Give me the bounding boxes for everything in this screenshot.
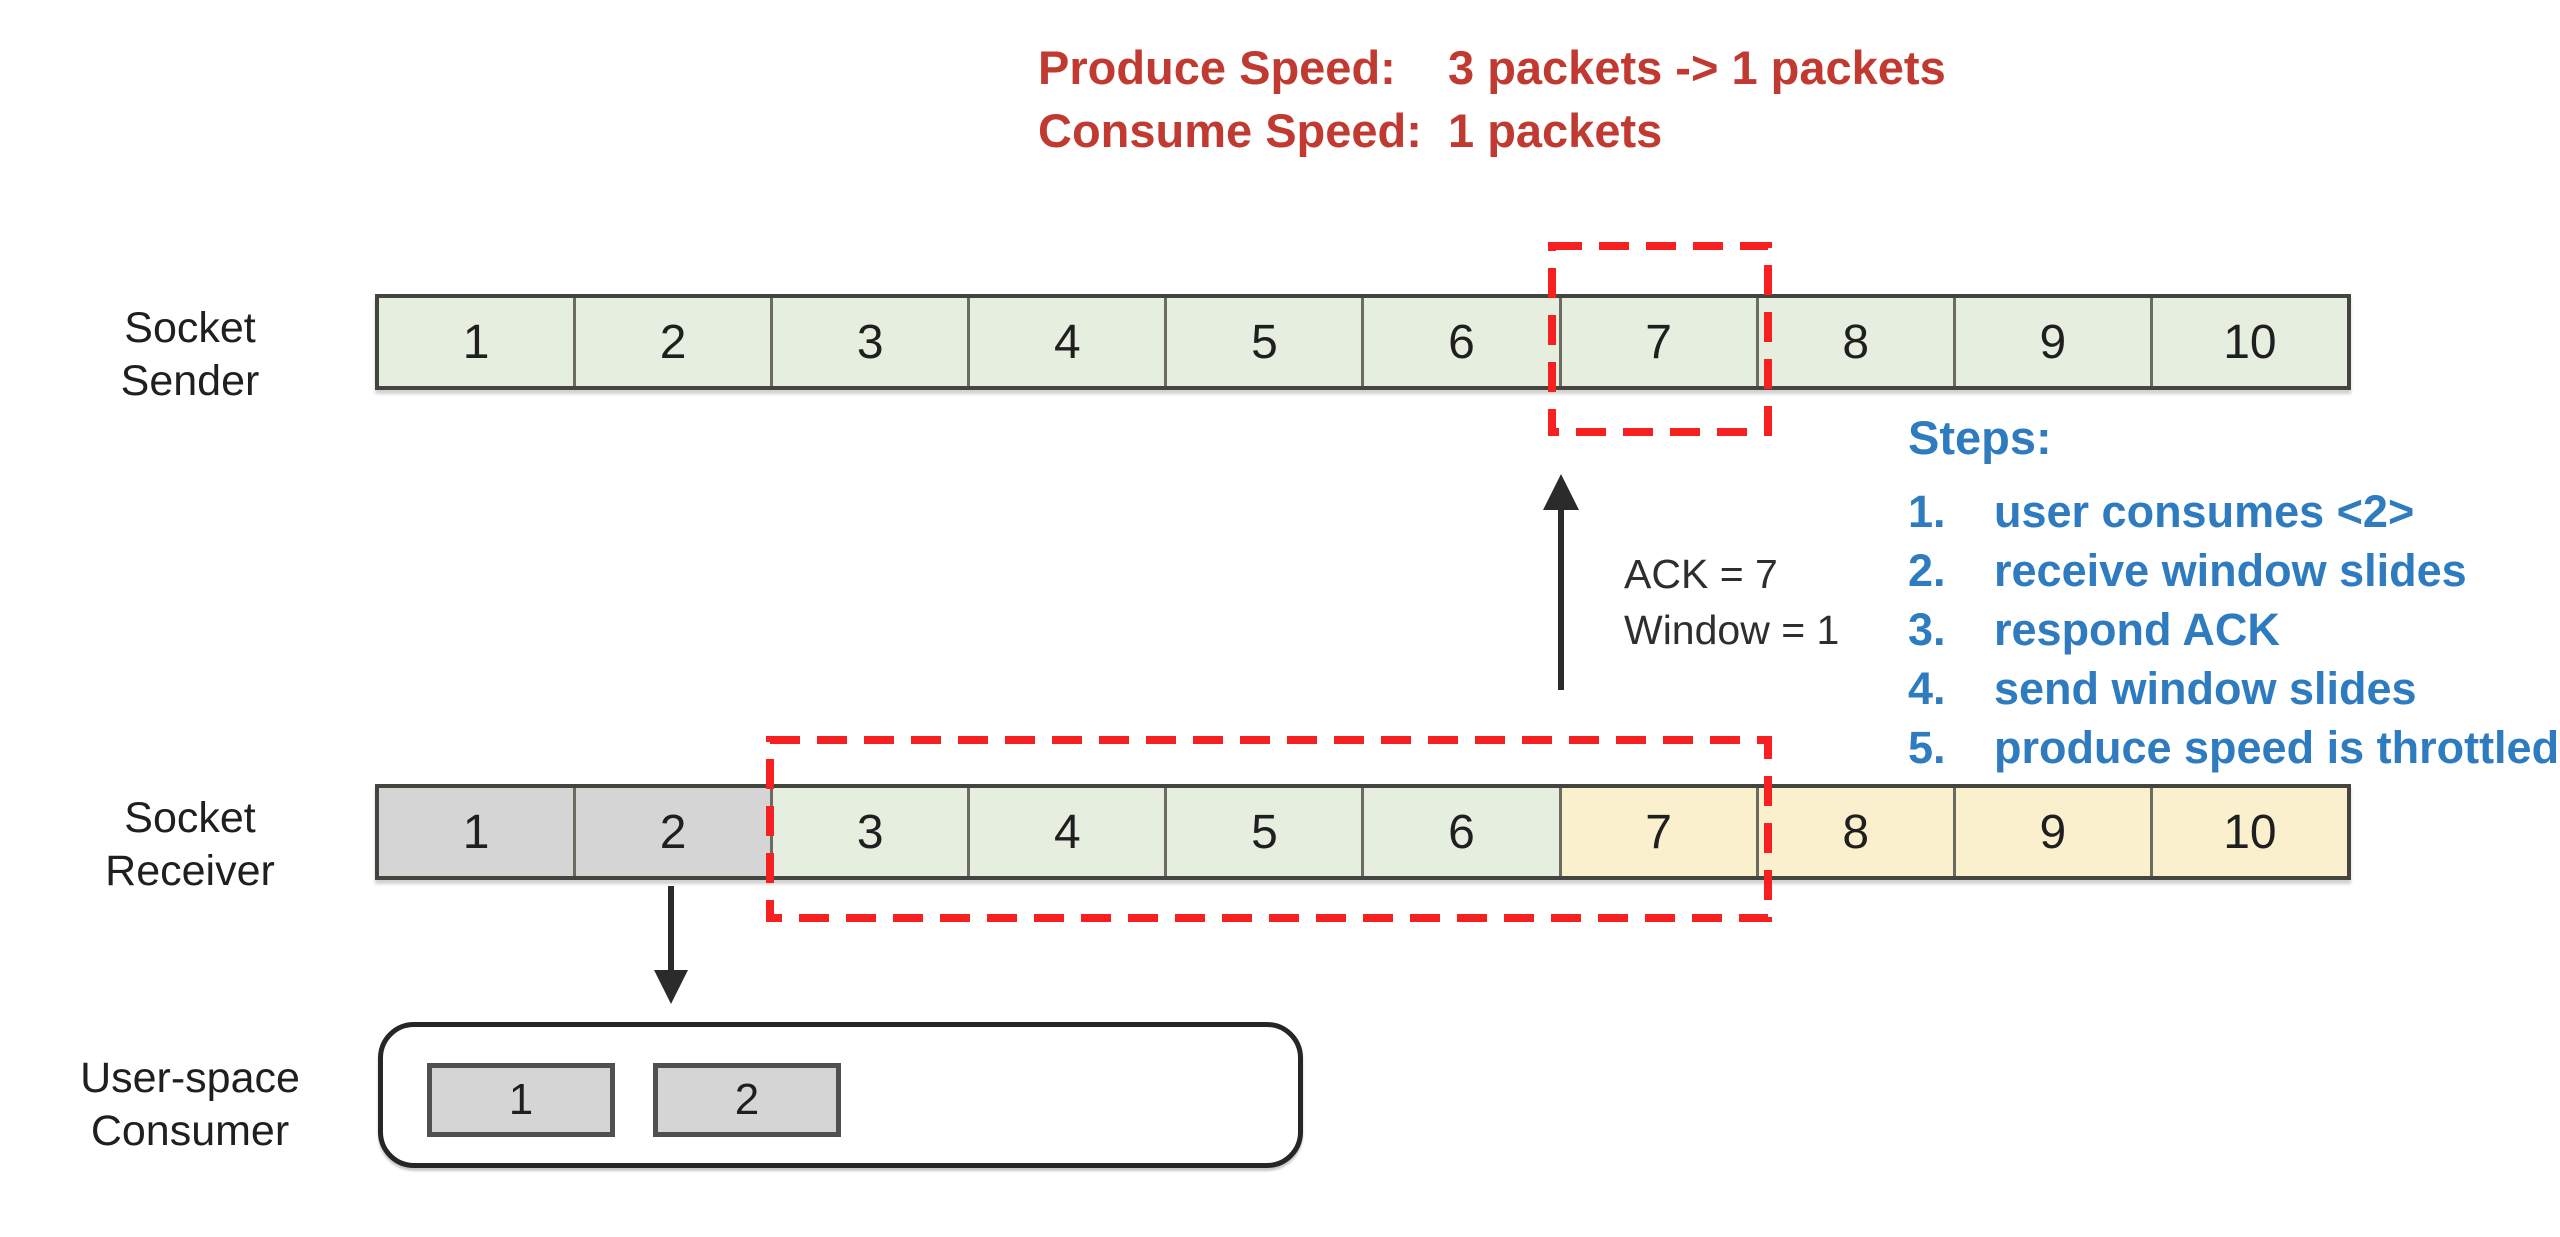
step-number: 1. — [1908, 486, 1946, 537]
produce-speed-label: Produce Speed: — [1038, 41, 1396, 94]
speed-note: Produce Speed: 3 packets -> 1 packets Co… — [1038, 36, 1946, 162]
step-text: receive window slides — [1994, 545, 2467, 596]
produce-speed-value: 3 packets -> 1 packets — [1448, 41, 1946, 94]
user-space-consumer-label-line1: User-space — [80, 1054, 300, 1102]
receiver-cell: 9 — [1955, 788, 2153, 876]
receiver-cell: 1 — [379, 788, 577, 876]
receiver-cell: 10 — [2152, 788, 2347, 876]
step-item: 5. produce speed is throttled — [1908, 718, 2559, 777]
ack-note: ACK = 7 Window = 1 — [1624, 546, 1839, 658]
step-text: send window slides — [1994, 663, 2417, 714]
step-text: user consumes <2> — [1994, 486, 2415, 537]
receiver-cell: 4 — [970, 788, 1168, 876]
socket-sender-label-line2: Sender — [120, 357, 260, 405]
step-item: 2. receive window slides — [1908, 541, 2559, 600]
receiver-cell: 8 — [1758, 788, 1956, 876]
step-number: 4. — [1908, 663, 1946, 714]
socket-receiver-label-line1: Socket — [124, 794, 256, 842]
consume-arrow-down-icon — [654, 886, 688, 1004]
step-number: 5. — [1908, 722, 1946, 773]
user-space-consumer-label: User-space Consumer — [40, 1052, 340, 1158]
receiver-cell: 3 — [773, 788, 971, 876]
user-space-consumer-label-line2: Consumer — [90, 1107, 290, 1155]
step-item: 3. respond ACK — [1908, 600, 2559, 659]
sender-cell: 7 — [1561, 298, 1759, 386]
step-number: 2. — [1908, 545, 1946, 596]
step-number: 3. — [1908, 604, 1946, 655]
receiver-cell: 6 — [1364, 788, 1562, 876]
window-value: Window = 1 — [1624, 607, 1840, 653]
produce-speed-row: Produce Speed: 3 packets -> 1 packets — [1038, 36, 1946, 99]
steps-panel: Steps: 1. user consumes <2> 2. receive wind… — [1908, 410, 2559, 777]
sender-cell: 1 — [379, 298, 577, 386]
consume-speed-row: Consume Speed: 1 packets — [1038, 99, 1946, 162]
sender-cell: 4 — [970, 298, 1168, 386]
sender-cell: 3 — [773, 298, 971, 386]
receiver-cell: 2 — [576, 788, 774, 876]
sender-cell: 10 — [2152, 298, 2347, 386]
consume-speed-label: Consume Speed: — [1038, 104, 1422, 157]
sender-cell: 9 — [1955, 298, 2153, 386]
socket-sender-label-line1: Socket — [124, 304, 256, 352]
sender-cell: 6 — [1364, 298, 1562, 386]
step-text: respond ACK — [1994, 604, 2280, 655]
ack-arrow-up-icon — [1543, 474, 1579, 690]
consumer-cell: 2 — [653, 1063, 841, 1137]
receiver-cell: 5 — [1167, 788, 1365, 876]
step-text: produce speed is throttled — [1994, 722, 2560, 773]
steps-title: Steps: — [1908, 411, 2052, 464]
step-item: 4. send window slides — [1908, 659, 2559, 718]
ack-value: ACK = 7 — [1624, 551, 1778, 597]
step-item: 1. user consumes <2> — [1908, 482, 2559, 541]
steps-list: 1. user consumes <2> 2. receive window slid… — [1908, 482, 2559, 777]
sender-cell: 8 — [1758, 298, 1956, 386]
socket-receiver-label-line2: Receiver — [105, 847, 275, 895]
sender-cell: 5 — [1167, 298, 1365, 386]
consume-speed-value: 1 packets — [1448, 104, 1663, 157]
consumer-cell: 1 — [427, 1063, 615, 1137]
sender-cell: 2 — [576, 298, 774, 386]
socket-sender-label: Socket Sender — [40, 302, 340, 408]
receiver-cell: 7 — [1561, 788, 1759, 876]
socket-receiver-label: Socket Receiver — [40, 792, 340, 898]
